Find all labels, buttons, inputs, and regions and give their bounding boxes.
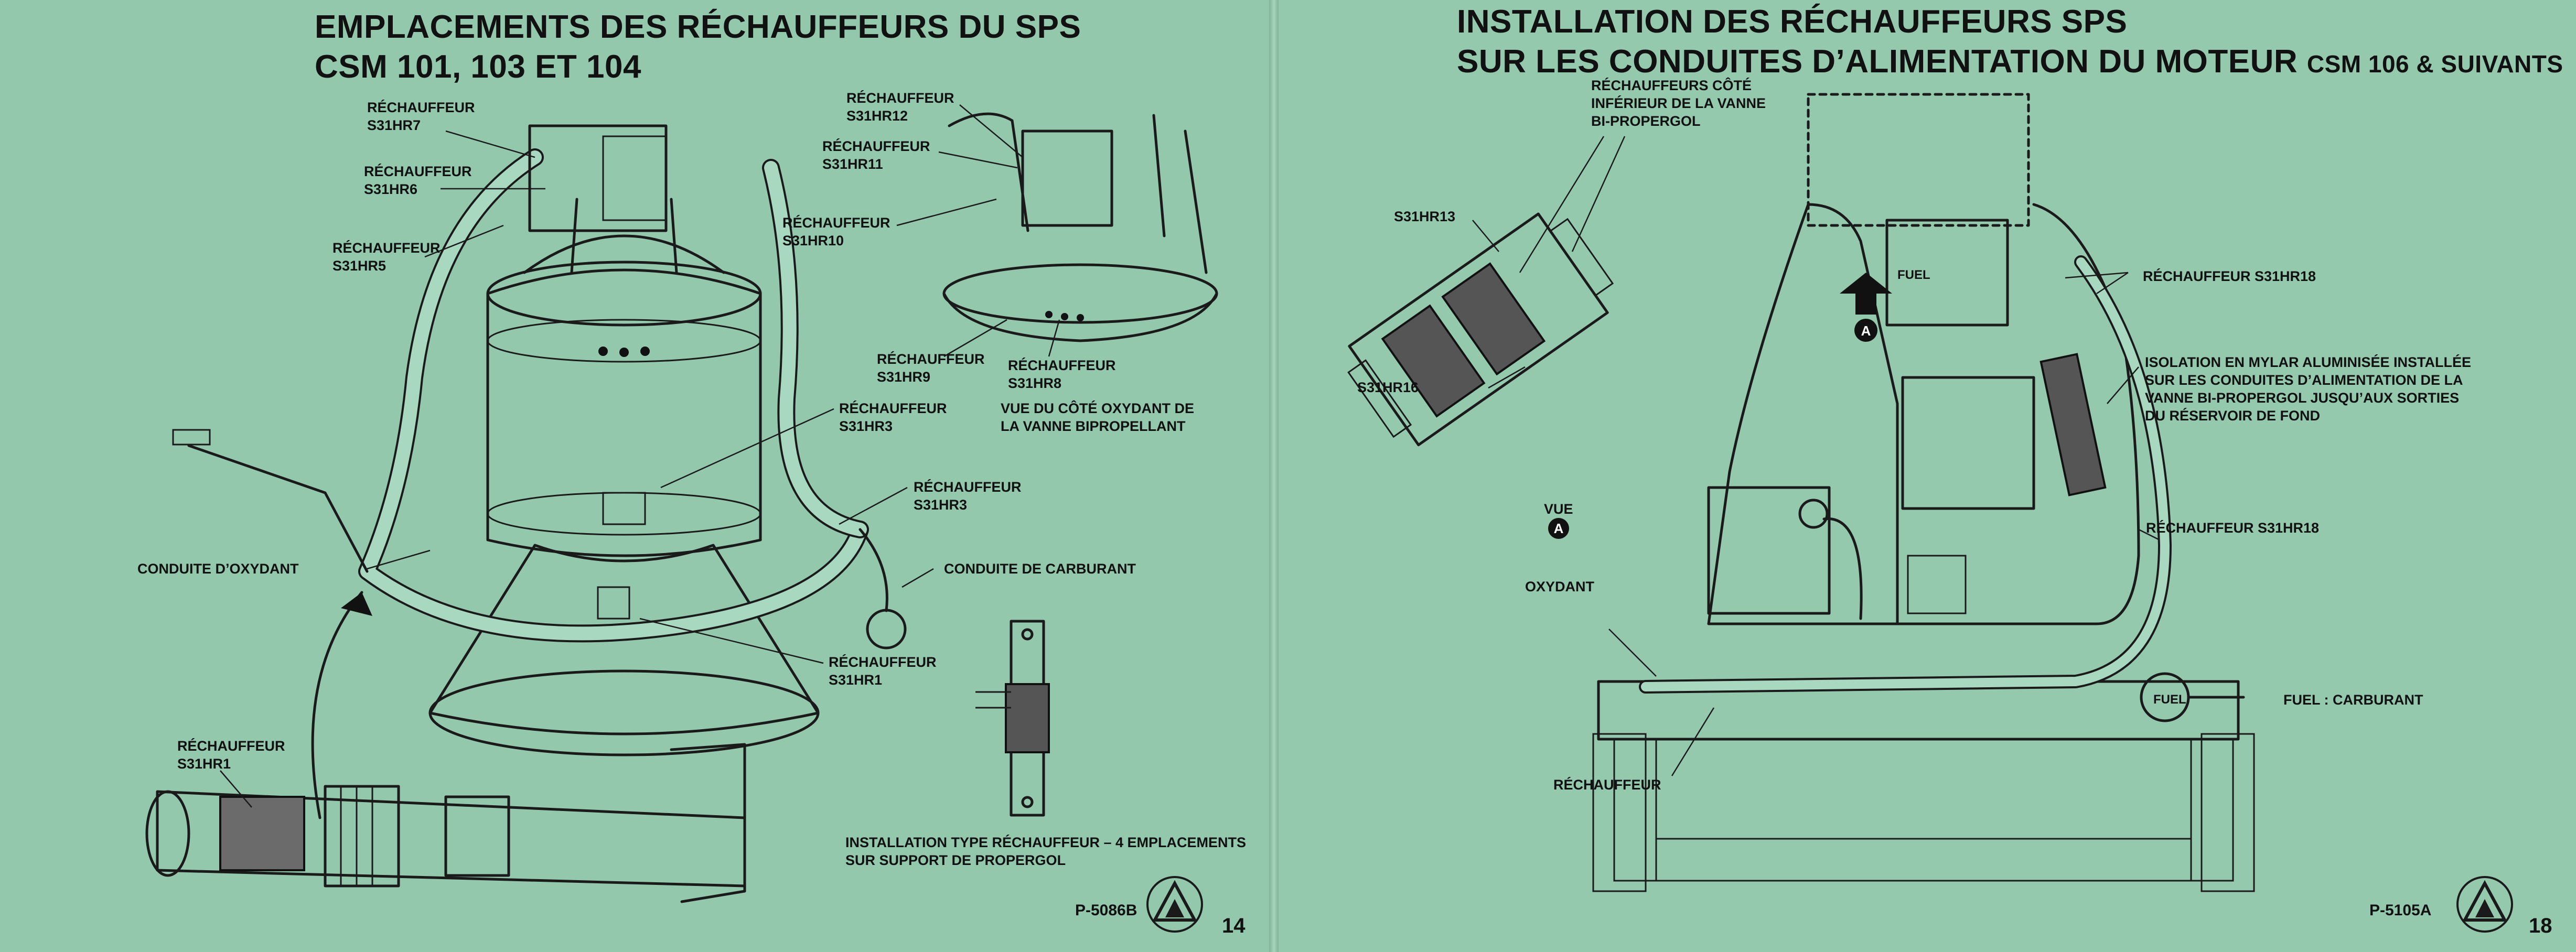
label-s31hr1-center-line1: RÉCHAUFFEUR: [829, 654, 937, 670]
label-oxidizer-view-line2: LA VANNE BIPROPELLANT: [1001, 418, 1186, 434]
label-s31hr10-line2: S31HR10: [782, 233, 844, 248]
label-mylar-line1: ISOLATION EN MYLAR ALUMINISÉE INSTALLÉE: [2145, 354, 2472, 370]
label-oxidizer-line: CONDUITE D’OXYDANT: [137, 561, 299, 577]
label-s31hr8-line1: RÉCHAUFFEUR: [1008, 358, 1116, 373]
label-s31hr3-left-line2: S31HR3: [839, 418, 893, 434]
fuel-tag-lower: FUEL: [2153, 693, 2186, 707]
label-fuel-line: CONDUITE DE CARBURANT: [944, 561, 1136, 577]
label-oxidizer-view-line1: VUE DU CÔTÉ OXYDANT DE: [1001, 401, 1195, 416]
label-typical-install: INSTALLATION TYPE RÉCHAUFFEUR – 4 EMPLAC…: [845, 834, 1246, 869]
right-leader-lines: [1472, 136, 2160, 776]
sps-feedline-heater-drawing: A: [1347, 93, 2255, 892]
engine-assembly: [428, 198, 820, 756]
label-s31hr7: RÉCHAUFFEUR S31HR7: [367, 99, 475, 134]
label-oxidizer: OXYDANT: [1525, 579, 1595, 594]
valve-lower-side-inset: [1347, 212, 1614, 447]
label-s31hr11-line2: S31HR11: [822, 156, 883, 172]
label-s31hr12-line2: S31HR12: [846, 108, 908, 124]
label-s31hr7-line1: RÉCHAUFFEUR: [367, 100, 475, 115]
label-s31hr3-right-line2: S31HR3: [914, 497, 968, 513]
left-page-number: 14: [1222, 914, 1246, 937]
label-s31hr1-detail: RÉCHAUFFEUR S31HR1: [177, 737, 285, 773]
wrapped-feed-lines: [172, 124, 907, 650]
label-s31hr3-left-line1: RÉCHAUFFEUR: [839, 401, 947, 416]
label-s31hr5-line2: S31HR5: [332, 258, 387, 274]
label-lower-side-line1: RÉCHAUFFEURS CÔTÉ: [1591, 78, 1752, 93]
right-title: INSTALLATION DES RÉCHAUFFEURS SPS SUR LE…: [1457, 2, 2563, 84]
left-leader-lines: [220, 104, 1060, 808]
apollo-logistics-training-logo: [2456, 876, 2513, 933]
fuel-tag-upper: FUEL: [1897, 268, 1930, 282]
label-typical-install-line2: SUR SUPPORT DE PROPERGOL: [845, 852, 1066, 868]
label-mylar-line4: DU RÉSERVOIR DE FOND: [2145, 408, 2321, 424]
right-title-line2-wrap: SUR LES CONDUITES D’ALIMENTATION DU MOTE…: [1457, 42, 2563, 84]
label-oxidizer-view: VUE DU CÔTÉ OXYDANT DE LA VANNE BIPROPEL…: [1001, 399, 1194, 435]
label-s31hr16: S31HR16: [1357, 380, 1419, 395]
label-lower-side-line3: BI-PROPERGOL: [1591, 113, 1701, 129]
label-s31hr9-line2: S31HR9: [877, 369, 931, 385]
typical-heater-bracket: [975, 620, 1050, 817]
label-fuel-legend: FUEL : CARBURANT: [2283, 692, 2423, 708]
label-s31hr12-line1: RÉCHAUFFEUR: [846, 90, 954, 106]
label-heater: RÉCHAUFFEUR: [1553, 777, 1661, 793]
label-s31hr12: RÉCHAUFFEUR S31HR12: [846, 89, 954, 125]
label-s31hr5-line1: RÉCHAUFFEUR: [332, 240, 441, 256]
label-s31hr18-mid: RÉCHAUFFEUR S31HR18: [2146, 520, 2320, 536]
label-s31hr10: RÉCHAUFFEUR S31HR10: [782, 214, 890, 250]
label-view-text: VUE: [1544, 501, 1573, 517]
label-lower-side-line2: INFÉRIEUR DE LA VANNE: [1591, 95, 1766, 111]
label-s31hr6-line2: S31HR6: [364, 181, 418, 197]
label-s31hr1-center-line2: S31HR1: [829, 672, 883, 688]
label-s31hr18-top: RÉCHAUFFEUR S31HR18: [2143, 268, 2316, 284]
label-lower-side-heaters: RÉCHAUFFEURS CÔTÉ INFÉRIEUR DE LA VANNE …: [1591, 77, 1766, 130]
svg-text:A: A: [1861, 323, 1871, 339]
right-title-line1: INSTALLATION DES RÉCHAUFFEURS SPS: [1457, 4, 2128, 40]
label-s31hr3-right: RÉCHAUFFEUR S31HR3: [914, 478, 1022, 514]
label-mylar-insulation: ISOLATION EN MYLAR ALUMINISÉE INSTALLÉE …: [2145, 353, 2471, 425]
label-mylar-line2: SUR LES CONDUITES D’ALIMENTATION DE LA: [2145, 372, 2463, 388]
label-s31hr8-line2: S31HR8: [1008, 375, 1062, 391]
label-s31hr1-center: RÉCHAUFFEUR S31HR1: [829, 653, 937, 689]
left-title: EMPLACEMENTS DES RÉCHAUFFEURS DU SPS CSM…: [315, 7, 1081, 87]
label-s31hr8: RÉCHAUFFEUR S31HR8: [1008, 356, 1116, 392]
label-s31hr5: RÉCHAUFFEUR S31HR5: [332, 239, 441, 275]
label-s31hr9-line1: RÉCHAUFFEUR: [877, 351, 985, 367]
label-s31hr13: S31HR13: [1394, 209, 1456, 224]
left-title-line2: CSM 101, 103 ET 104: [315, 49, 641, 85]
fuel-line-heater-detail: [145, 743, 746, 903]
label-s31hr6-line1: RÉCHAUFFEUR: [364, 164, 472, 179]
left-page: EMPLACEMENTS DES RÉCHAUFFEURS DU SPS CSM…: [0, 0, 1269, 952]
label-typical-install-line1: INSTALLATION TYPE RÉCHAUFFEUR – 4 EMPLAC…: [845, 835, 1247, 850]
label-s31hr9: RÉCHAUFFEUR S31HR9: [877, 350, 985, 386]
label-s31hr3-left: RÉCHAUFFEUR S31HR3: [839, 399, 947, 435]
right-page: INSTALLATION DES RÉCHAUFFEURS SPS SUR LE…: [1279, 0, 2576, 952]
sps-heater-locations-drawing: [145, 104, 1218, 903]
curved-arrow: [311, 591, 363, 819]
right-reference-code: P-5105A: [2369, 902, 2432, 919]
label-s31hr10-line1: RÉCHAUFFEUR: [782, 215, 890, 231]
valve-detail-view: [942, 112, 1218, 342]
arrow-head: [341, 592, 372, 616]
label-s31hr7-line2: S31HR7: [367, 117, 421, 133]
left-title-line1: EMPLACEMENTS DES RÉCHAUFFEURS DU SPS: [315, 9, 1081, 45]
book-gutter: [1269, 0, 1279, 952]
apollo-logistics-training-logo: [1146, 876, 1203, 933]
label-s31hr1-detail-line2: S31HR1: [177, 756, 231, 772]
label-s31hr11-line1: RÉCHAUFFEUR: [822, 138, 930, 154]
label-s31hr3-right-line1: RÉCHAUFFEUR: [914, 479, 1022, 495]
engine-framework: A: [1592, 93, 2255, 892]
left-reference-code: P-5086B: [1075, 902, 1137, 919]
label-s31hr6: RÉCHAUFFEUR S31HR6: [364, 163, 472, 198]
right-title-suffix: CSM 106 & SUIVANTS: [2306, 50, 2563, 78]
right-title-line2: SUR LES CONDUITES D’ALIMENTATION DU MOTE…: [1457, 44, 2298, 80]
right-page-number: 18: [2529, 914, 2552, 937]
label-s31hr11: RÉCHAUFFEUR S31HR11: [822, 137, 930, 173]
label-mylar-line3: VANNE BI-PROPERGOL JUSQU’AUX SORTIES: [2145, 390, 2460, 406]
view-a-marker: A: [1548, 518, 1569, 539]
label-s31hr1-detail-line1: RÉCHAUFFEUR: [177, 738, 285, 754]
